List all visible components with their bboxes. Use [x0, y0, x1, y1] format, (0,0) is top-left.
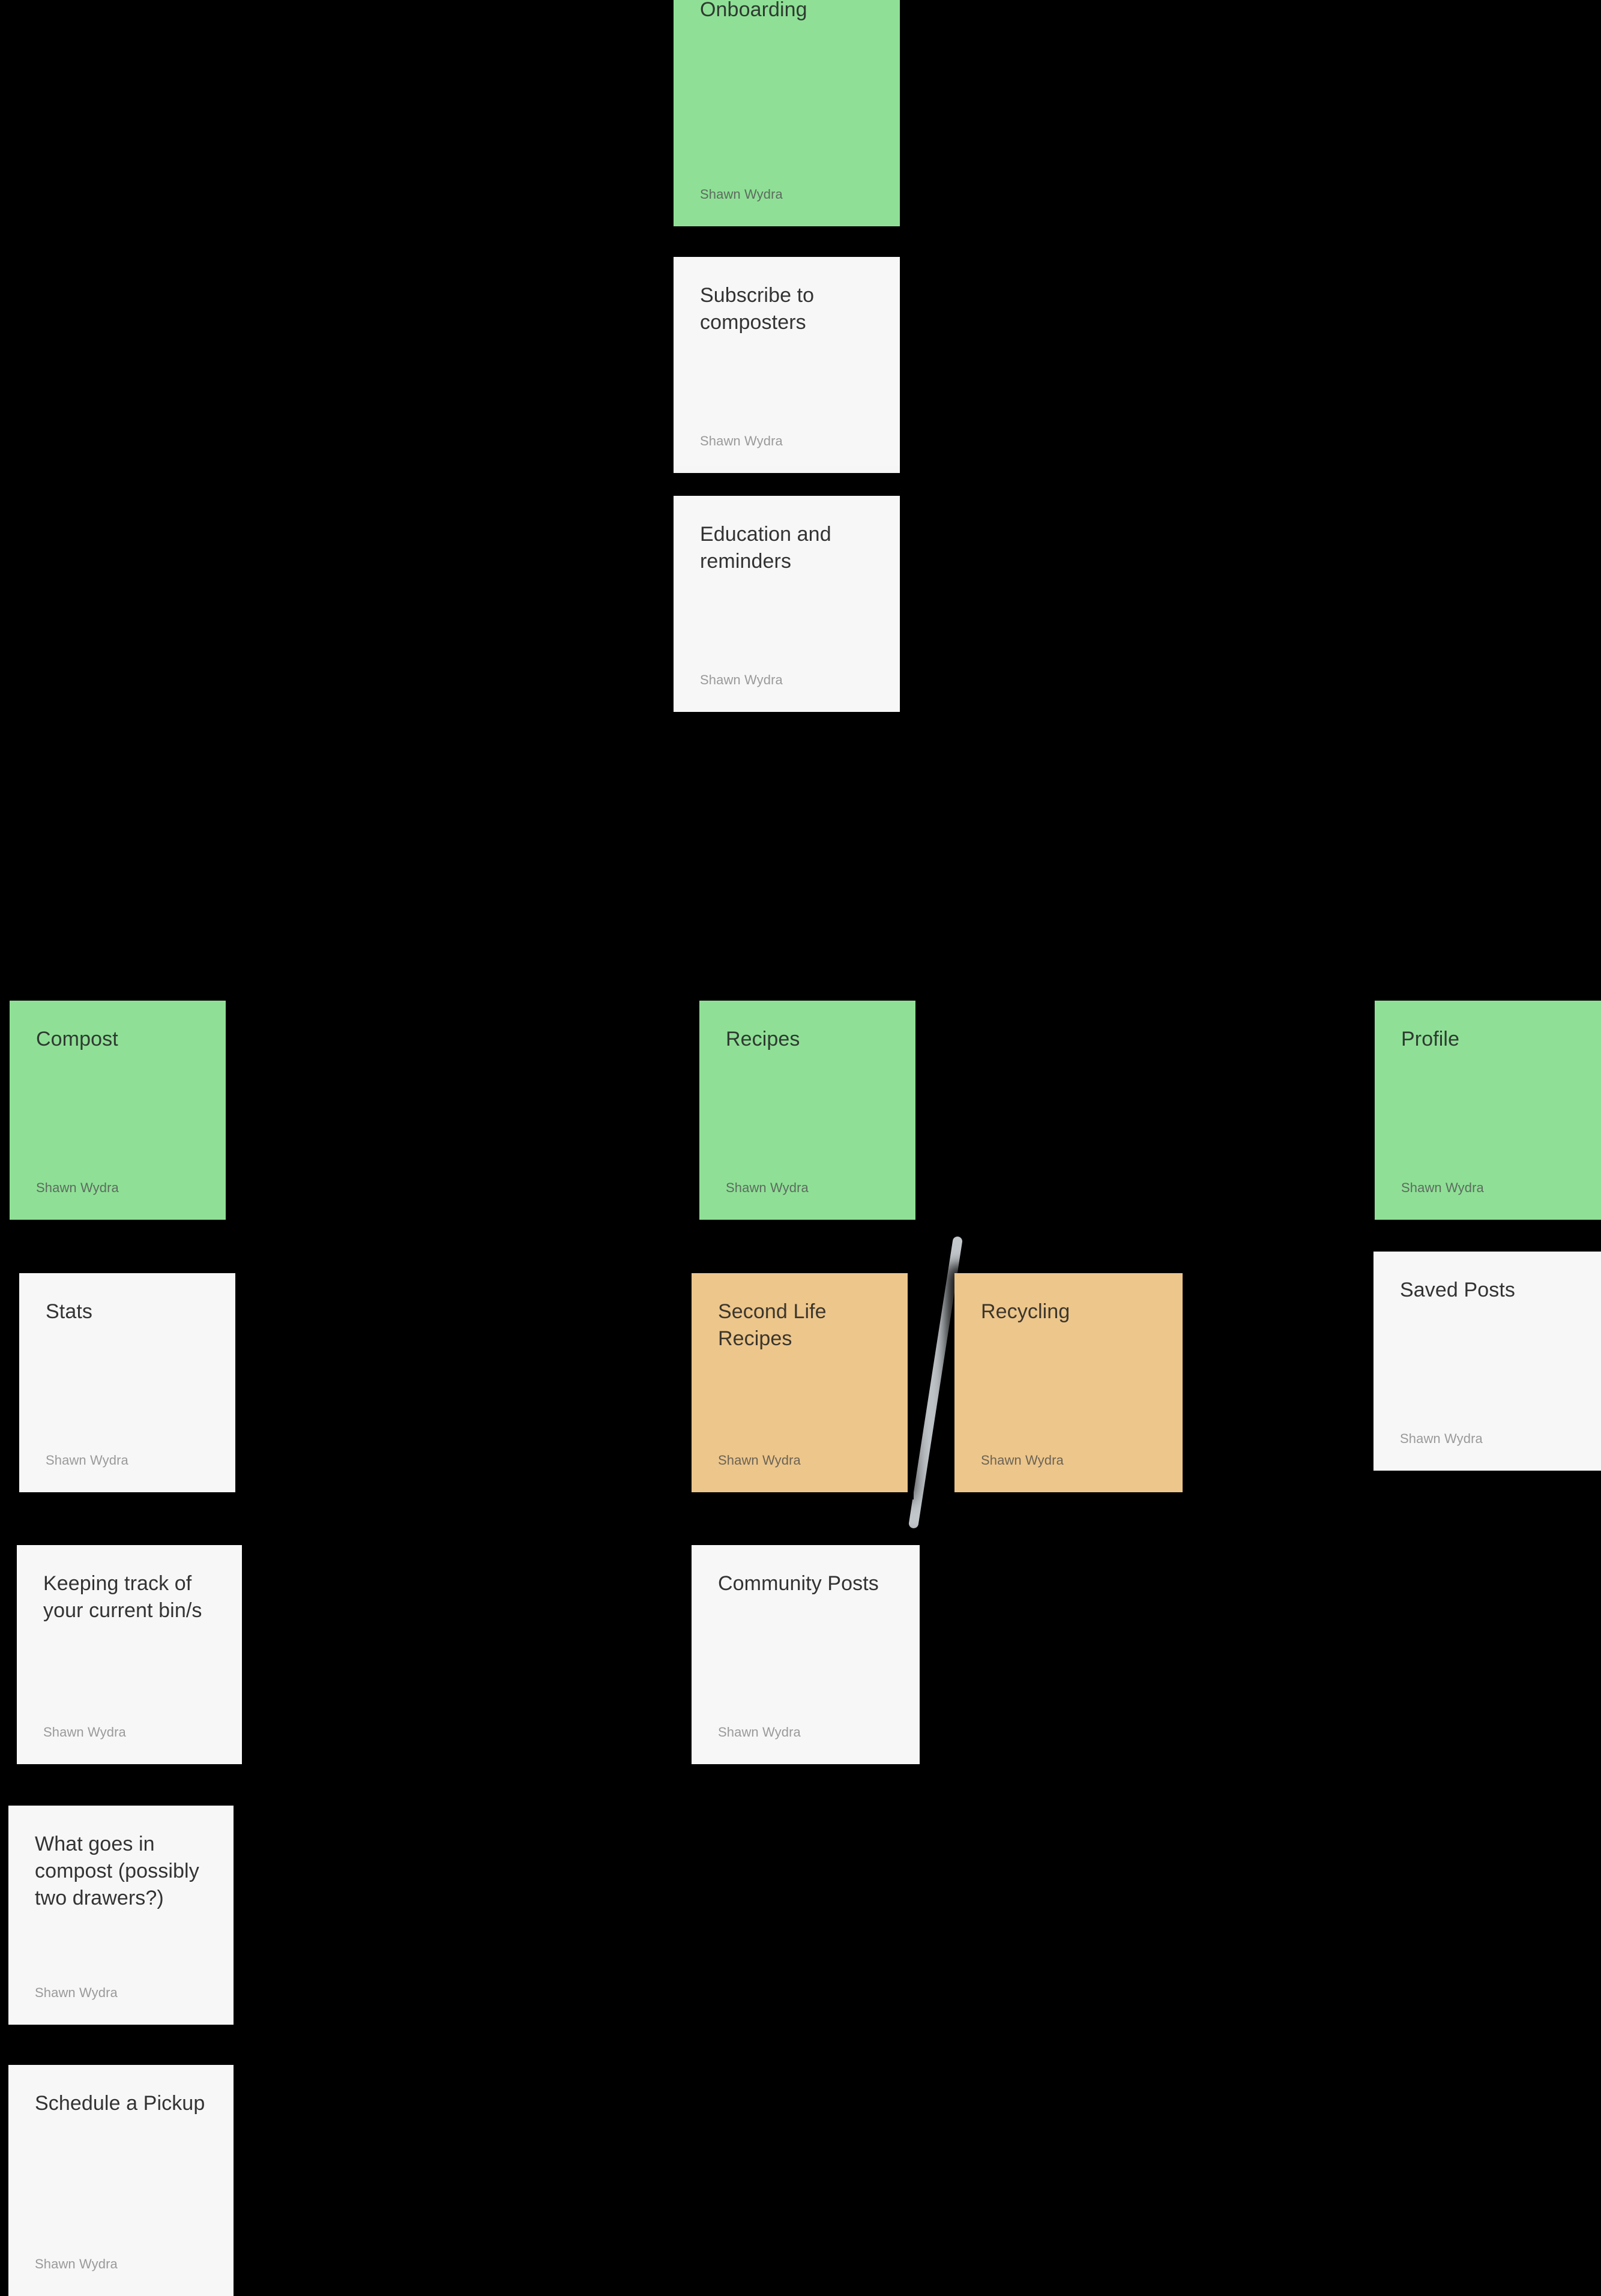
sticky-note-title: Profile: [1401, 1028, 1460, 1050]
sticky-note-title: Onboarding: [700, 0, 807, 21]
sticky-note-author: Shawn Wydra: [981, 1452, 1064, 1468]
sticky-note-author: Shawn Wydra: [1401, 1180, 1484, 1195]
sticky-note-author: Shawn Wydra: [43, 1724, 126, 1740]
sticky-note-title: Recycling: [981, 1300, 1070, 1323]
sticky-note-author: Shawn Wydra: [718, 1724, 801, 1740]
sticky-note-author: Shawn Wydra: [1400, 1430, 1483, 1446]
sticky-note-title: Compost: [36, 1028, 118, 1050]
sticky-note-title: Second Life Recipes: [718, 1300, 827, 1351]
sticky-note-author: Shawn Wydra: [35, 2256, 118, 2271]
sticky-note-title: Community Posts: [718, 1572, 879, 1595]
sticky-note-title: What goes in compost (possibly two drawe…: [35, 1833, 199, 1910]
sticky-note-title: Subscribe to composters: [700, 284, 815, 334]
sticky-note-author: Shawn Wydra: [700, 672, 783, 687]
sticky-note-title: Education and reminders: [700, 523, 831, 573]
sticky-note-what-goes-in-compost[interactable]: What goes in compost (possibly two drawe…: [8, 1806, 234, 2025]
sticky-note-author: Shawn Wydra: [700, 433, 783, 448]
sticky-note-title: Schedule a Pickup: [35, 2092, 205, 2115]
sticky-note-author: Shawn Wydra: [36, 1180, 119, 1195]
sticky-note-author: Shawn Wydra: [46, 1452, 128, 1468]
sticky-note-author: Shawn Wydra: [35, 1984, 118, 2000]
sticky-note-title: Keeping track of your current bin/s: [43, 1572, 202, 1623]
sticky-note-title: Stats: [46, 1300, 92, 1323]
connector-line[interactable]: [909, 1237, 962, 1528]
sticky-note-author: Shawn Wydra: [718, 1452, 801, 1468]
sticky-note-title: Recipes: [726, 1028, 800, 1050]
sticky-note-author: Shawn Wydra: [726, 1180, 809, 1195]
sticky-note-title: Saved Posts: [1400, 1279, 1515, 1301]
sticky-note-author: Shawn Wydra: [700, 186, 783, 202]
